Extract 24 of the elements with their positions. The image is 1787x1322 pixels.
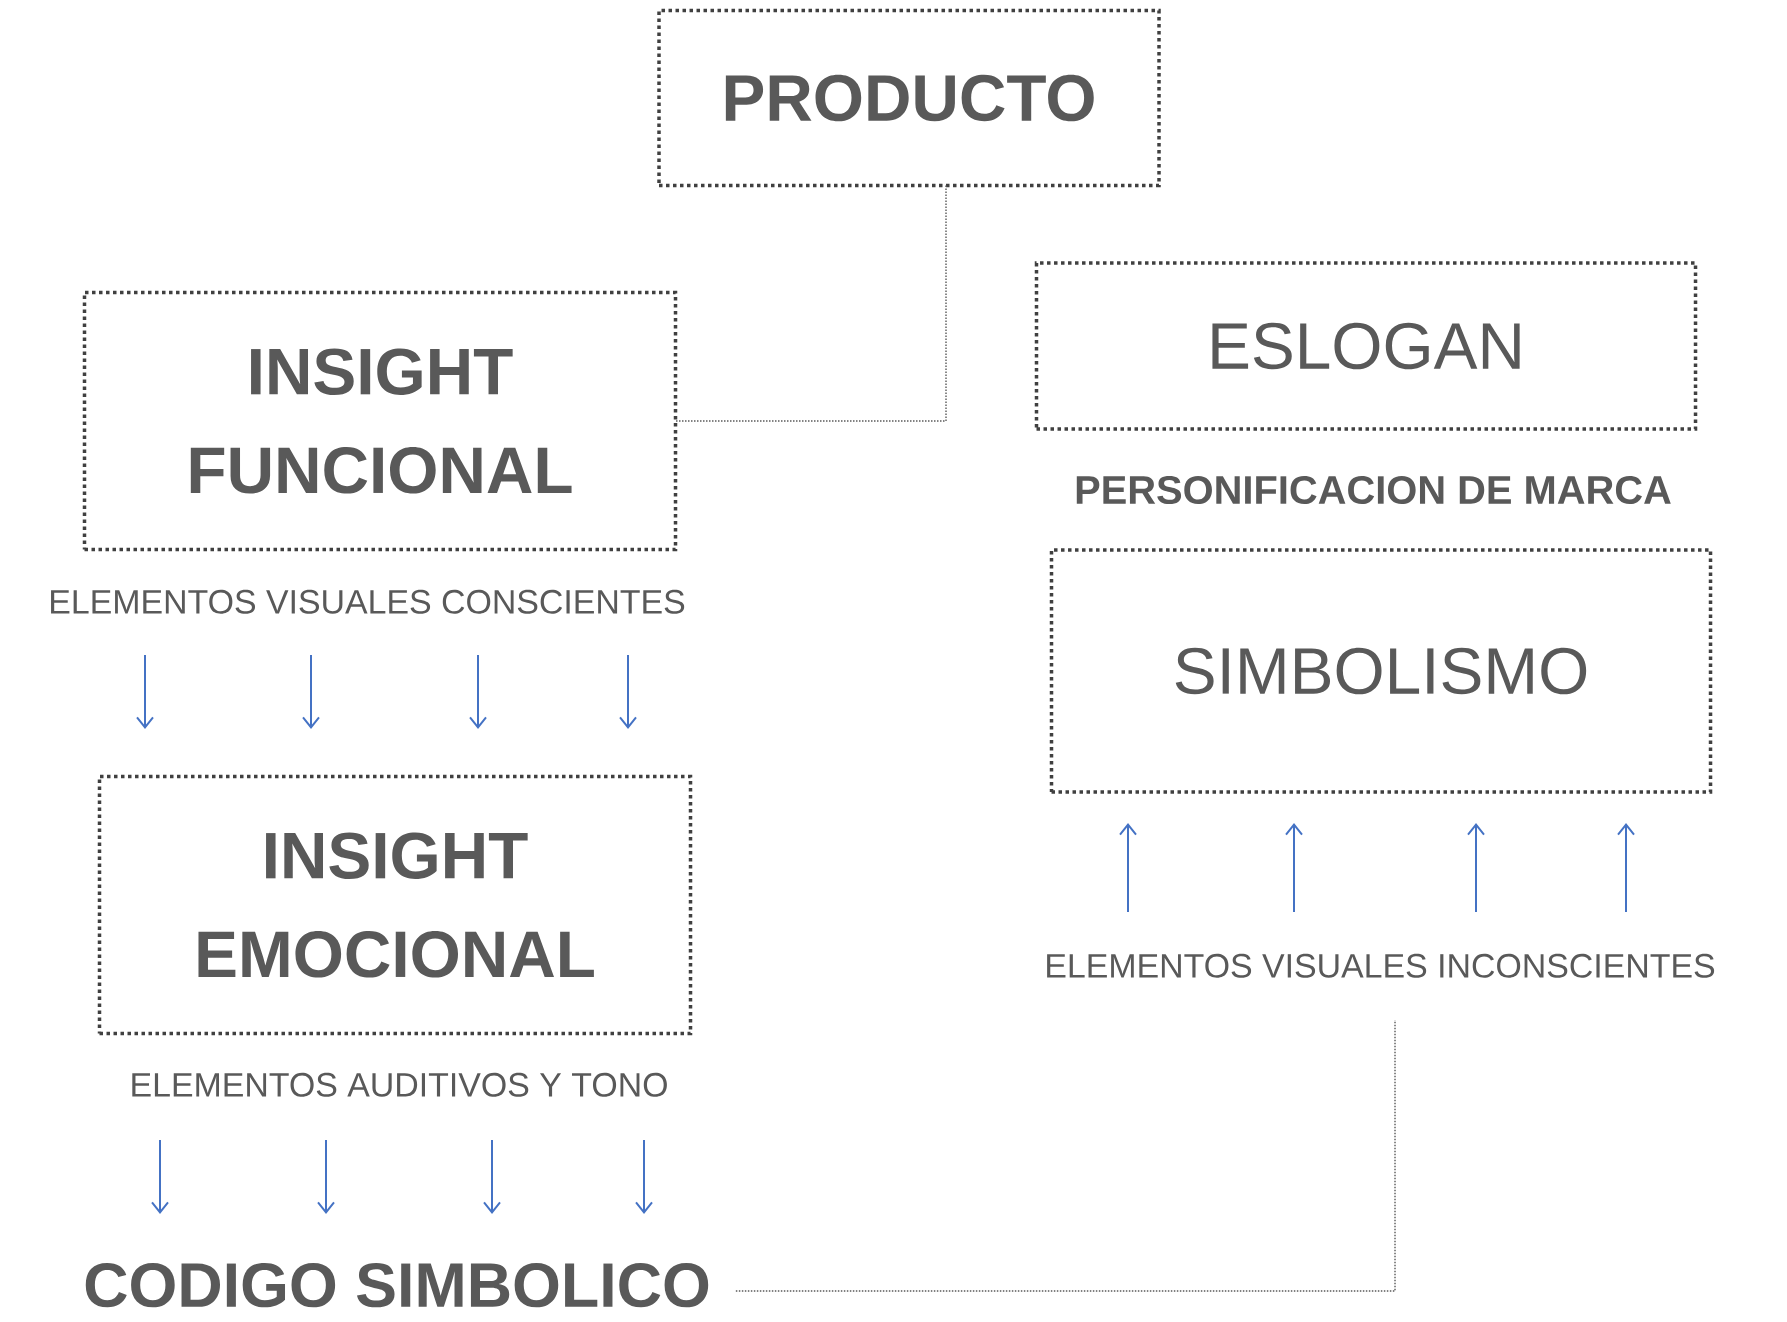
process-box: PRODUCTO [657, 8, 1161, 188]
arrow [635, 1139, 653, 1214]
process-box: INSIGHT FUNCIONAL [82, 290, 678, 552]
arrow [136, 654, 154, 729]
arrow [469, 654, 487, 729]
arrow [317, 1139, 335, 1214]
arrow [483, 1139, 501, 1214]
heading-text: ELEMENTOS AUDITIVOS Y TONO [132, 1072, 667, 1097]
process-box: ESLOGAN [1034, 261, 1698, 431]
heading-text: CODIGO SIMBOLICO [85, 1262, 709, 1308]
process-box: INSIGHT EMOCIONAL [97, 774, 693, 1036]
arrow [1617, 823, 1635, 913]
arrow [302, 654, 320, 729]
process-box: SIMBOLISMO [1049, 548, 1713, 794]
arrow [151, 1139, 169, 1214]
heading-text: ELEMENTOS VISUALES INCONSCIENTES [1047, 953, 1715, 978]
heading-text: ELEMENTOS VISUALES CONSCIENTES [51, 589, 685, 614]
connector-line [735, 1019, 1396, 1292]
connector-line [674, 184, 947, 422]
arrow [619, 654, 637, 729]
heading-label: PERSONIFICACION DE MARCA [1076, 475, 1671, 505]
arrow [1119, 823, 1137, 913]
arrow [1285, 823, 1303, 913]
arrow [1467, 823, 1485, 913]
